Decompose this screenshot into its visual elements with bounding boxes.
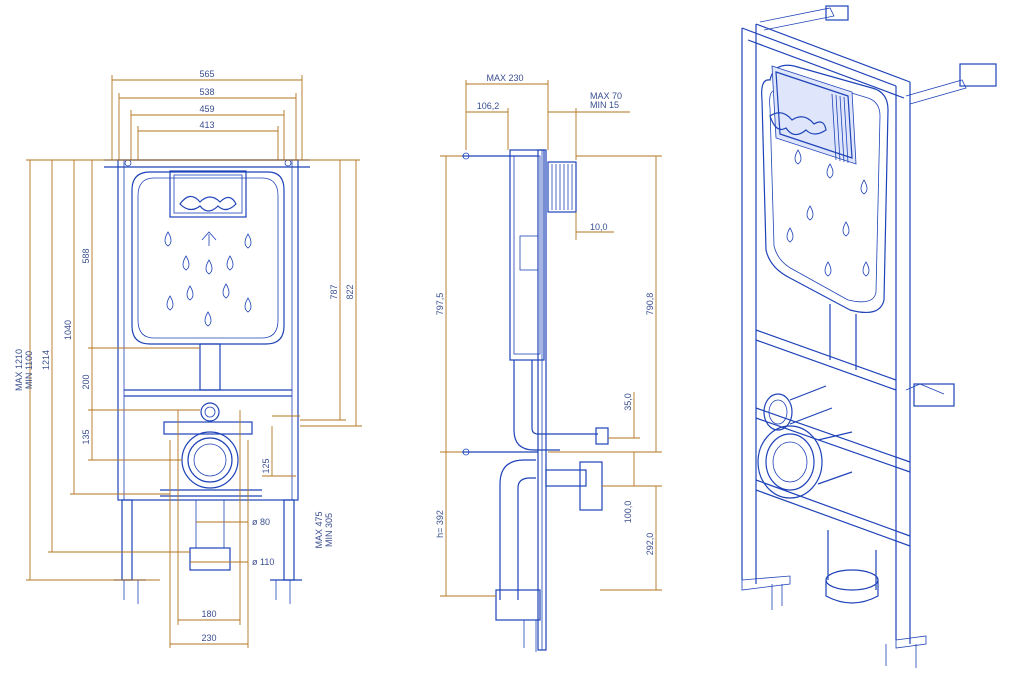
min-305-label: MIN 305 bbox=[324, 513, 334, 547]
height-790-8-label: 790,8 bbox=[645, 293, 655, 316]
front-view: 565 538 459 413 bbox=[14, 69, 362, 648]
width-180-label: 180 bbox=[201, 609, 216, 619]
height-1040-label: 1040 bbox=[63, 320, 73, 340]
width-459-label: 459 bbox=[199, 104, 214, 114]
side-view: MAX 230 106,2 MAX 70 MIN 15 10,0 bbox=[435, 73, 662, 652]
height-100-0-label: 100,0 bbox=[623, 501, 633, 524]
height-135-label: 135 bbox=[81, 429, 91, 444]
height-35-0-label: 35,0 bbox=[623, 393, 633, 411]
max-1210-label: MAX 1210 bbox=[14, 349, 24, 391]
width-538-label: 538 bbox=[199, 87, 214, 97]
height-125-label: 125 bbox=[261, 458, 271, 473]
height-200-label: 200 bbox=[81, 374, 91, 389]
height-292-0-label: 292,0 bbox=[645, 533, 655, 556]
diameter-110-label: ø 110 bbox=[252, 557, 274, 567]
max-475-label: MAX 475 bbox=[314, 511, 324, 548]
width-413-label: 413 bbox=[199, 120, 214, 130]
min-1100-label: MIN 1100 bbox=[24, 351, 34, 389]
dim-106-2-label: 106,2 bbox=[477, 101, 500, 111]
width-565-label: 565 bbox=[199, 69, 214, 79]
max-70-label: MAX 70 bbox=[590, 91, 622, 101]
dim-10-0-label: 10,0 bbox=[590, 222, 608, 232]
height-588-label: 588 bbox=[81, 248, 91, 263]
min-15-label: MIN 15 bbox=[590, 100, 619, 110]
diameter-80-label: ø 80 bbox=[252, 517, 270, 527]
h-392-label: h= 392 bbox=[435, 510, 445, 538]
height-1214-label: 1214 bbox=[41, 350, 51, 370]
height-822-label: 822 bbox=[345, 284, 355, 299]
width-230-label: 230 bbox=[201, 633, 216, 643]
max-230-label: MAX 230 bbox=[486, 73, 523, 83]
height-797-5-label: 797,5 bbox=[435, 293, 445, 316]
height-787-label: 787 bbox=[329, 284, 339, 299]
isometric-view bbox=[741, 5, 997, 668]
